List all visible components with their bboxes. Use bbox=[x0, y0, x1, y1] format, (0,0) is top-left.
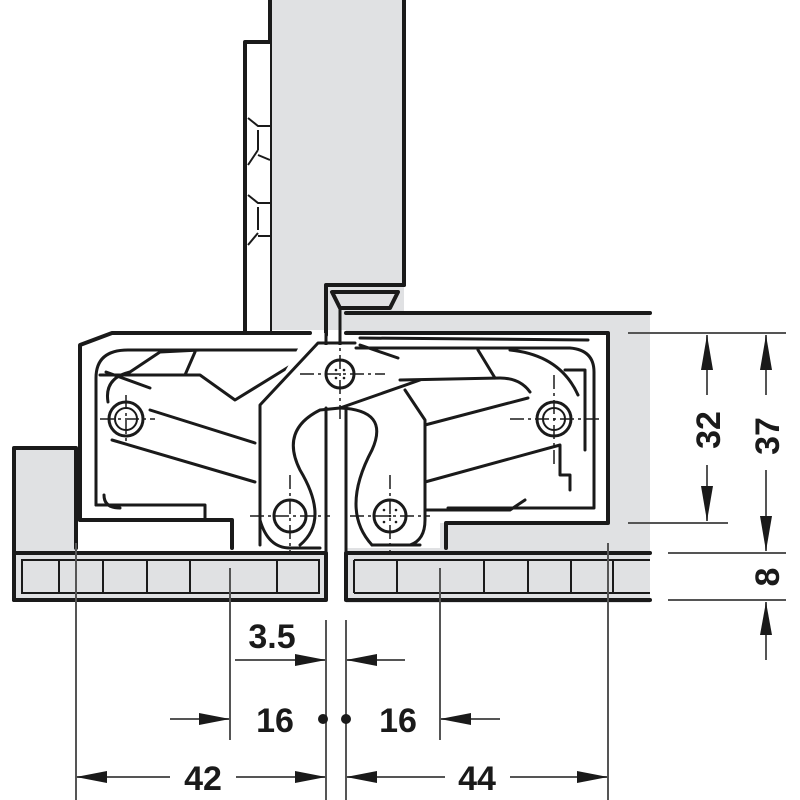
door-leaf bbox=[243, 0, 406, 337]
hinge-body-right bbox=[344, 331, 610, 550]
dim-right-mortise-width: 44 bbox=[458, 760, 496, 798]
dimension-vertical bbox=[628, 332, 786, 660]
dimension-horizontal bbox=[75, 543, 609, 800]
edge-trim-strip bbox=[12, 551, 652, 602]
dim-right-screw-offset: 16 bbox=[379, 702, 417, 740]
dim-frame-thickness: 8 bbox=[749, 568, 787, 587]
dim-left-screw-offset: 16 bbox=[256, 702, 294, 740]
dim-body-height: 32 bbox=[690, 411, 728, 449]
dim-gap: 3.5 bbox=[248, 618, 295, 656]
anchor-marks bbox=[247, 117, 271, 246]
dim-left-mortise-width: 42 bbox=[184, 760, 222, 798]
adjustment-screws bbox=[250, 475, 430, 565]
dim-total-height: 37 bbox=[749, 417, 787, 455]
